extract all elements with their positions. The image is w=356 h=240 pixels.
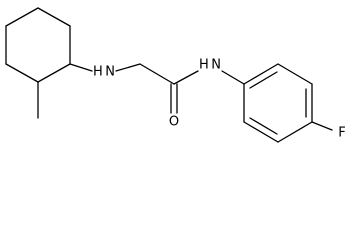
benzene-ring (243, 63, 313, 143)
amide-to-phenyl-bond (221, 70, 245, 85)
carbonyl-oxygen-label: O (169, 115, 179, 130)
chemical-structure-diagram: H N H N O F (5, 7, 346, 143)
amine-nh-label: H N (93, 65, 115, 80)
ch2-to-carbonyl-bond (139, 63, 175, 85)
carbonyl-double-bond (170, 83, 178, 114)
fluorine-label: F (338, 126, 345, 141)
amide-nh-label: H N (199, 58, 221, 73)
ring-to-amine-bond (69, 63, 93, 72)
cyclohexane-ring (5, 7, 71, 83)
carbonyl-to-amide-bond (173, 70, 199, 85)
amine-to-ch2-bond (115, 63, 141, 72)
phenyl-to-fluorine-bond (311, 121, 333, 131)
